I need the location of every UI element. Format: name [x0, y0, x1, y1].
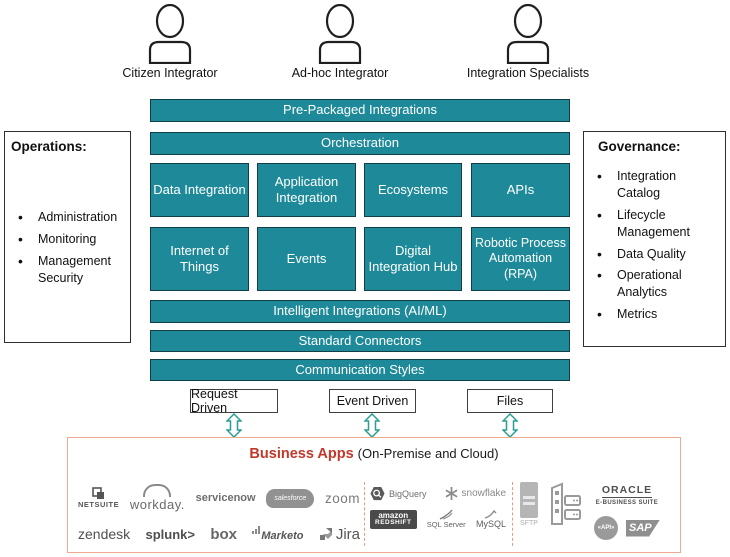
jira-logo: Jira — [319, 526, 360, 543]
persona-citizen-integrator: Citizen Integrator — [110, 4, 230, 80]
sftp-logo: SFTP — [520, 482, 538, 527]
person-icon — [318, 4, 362, 64]
servicenow-logo: servicenow — [195, 492, 256, 504]
redshift-label-redshift: REDSHIFT — [375, 519, 412, 527]
layer-intelligent-integrations: Intelligent Integrations (AI/ML) — [150, 300, 570, 323]
netsuite-logo: NETSUITE — [78, 487, 119, 509]
snowflake-icon — [445, 487, 458, 500]
person-icon — [506, 4, 550, 64]
marketo-bars-icon — [252, 526, 261, 534]
oracle-logo: ORACLE E-BUSINESS SUITE — [596, 484, 658, 506]
operations-item: Administration — [11, 208, 124, 227]
layer-orchestration: Orchestration — [150, 132, 570, 155]
workday-label: workday. — [129, 497, 185, 512]
capability-digital-integration-hub: Digital Integration Hub — [364, 227, 462, 291]
governance-item: Integration Catalog — [590, 167, 719, 202]
operations-panel: Operations: Administration Monitoring Ma… — [4, 131, 131, 343]
person-icon — [148, 4, 192, 64]
bigquery-icon — [370, 486, 385, 501]
snowflake-label: snowflake — [461, 488, 506, 499]
splunk-logo: splunk> — [145, 526, 195, 542]
marketo-label: Marketo — [261, 530, 304, 542]
channel-event-driven: Event Driven — [329, 389, 416, 413]
business-apps-subtitle: (On-Premise and Cloud) — [357, 446, 499, 461]
governance-list: Integration Catalog Lifecycle Management… — [590, 167, 719, 324]
capability-apis: APIs — [471, 163, 570, 217]
governance-item: Data Quality — [590, 245, 719, 264]
saas-logos-group: NETSUITE workday. servicenow salesforce … — [78, 478, 360, 550]
data-logos-group: BigQuery snowflake amazon R — [370, 486, 506, 529]
netsuite-icon — [92, 487, 105, 499]
double-arrow-icon — [364, 413, 380, 438]
business-apps-box: Business Apps (On-Premise and Cloud) NET… — [67, 437, 681, 553]
workday-logo: workday. — [130, 484, 185, 512]
zendesk-logo: zendesk — [78, 526, 131, 542]
sftp-server-icon — [520, 482, 538, 518]
operations-item: Monitoring — [11, 230, 124, 249]
saas-logos-row-1: NETSUITE workday. servicenow salesforce … — [78, 478, 360, 518]
sqlserver-label: SQL Server — [426, 520, 466, 529]
layer-standard-connectors: Standard Connectors — [150, 330, 570, 352]
workday-arc-icon — [143, 484, 172, 497]
bigquery-logo: BigQuery — [370, 486, 427, 501]
data-logos-row-1: BigQuery snowflake — [370, 486, 506, 501]
governance-panel: Governance: Integration Catalog Lifecycl… — [583, 131, 726, 347]
redshift-label-amazon: amazon — [378, 510, 409, 520]
sftp-label: SFTP — [520, 520, 538, 527]
capability-data-integration: Data Integration — [150, 163, 249, 217]
dashed-divider — [364, 482, 365, 546]
zoom-logo: zoom — [324, 490, 360, 506]
api-sap-row: «API» SAP — [594, 516, 660, 540]
layer-pre-packaged-integrations: Pre-Packaged Integrations — [150, 99, 570, 122]
double-arrow-icon — [226, 413, 242, 438]
operations-list: Administration Monitoring Management Sec… — [11, 208, 124, 287]
sap-logo: SAP — [626, 519, 660, 537]
data-center-icon — [551, 482, 581, 525]
box-logo: box — [210, 525, 237, 543]
persona-integration-specialists: Integration Specialists — [453, 4, 603, 80]
enterprise-logos-group: SFTP ORACLE E-BUSINESS SUITE «API» — [520, 482, 676, 540]
operations-title: Operations: — [11, 139, 87, 154]
business-apps-title-text: Business Apps — [249, 446, 354, 462]
oracle-ebs-label: E-BUSINESS SUITE — [595, 500, 659, 506]
data-logos-row-2: amazon REDSHIFT SQL Server MySQL — [370, 509, 506, 529]
operations-item: Management Security — [11, 252, 124, 287]
sqlserver-logo: SQL Server — [427, 509, 466, 529]
bigquery-label: BigQuery — [389, 488, 427, 499]
persona-adhoc-integrator: Ad-hoc Integrator — [280, 4, 400, 80]
redshift-logo: amazon REDSHIFT — [370, 509, 417, 529]
sqlserver-icon — [439, 509, 453, 520]
dashed-divider — [512, 482, 513, 546]
capability-ecosystems: Ecosystems — [364, 163, 462, 217]
salesforce-logo: salesforce — [266, 488, 315, 508]
mysql-label: MySQL — [475, 519, 506, 529]
oracle-sap-api-column: ORACLE E-BUSINESS SUITE «API» SAP — [594, 482, 660, 540]
capability-internet-of-things: Internet of Things — [150, 227, 249, 291]
governance-item: Metrics — [590, 305, 719, 324]
persona-label: Integration Specialists — [466, 66, 590, 80]
saas-logos-row-2: zendesk splunk> box Marketo Jira — [78, 518, 360, 550]
persona-label: Ad-hoc Integrator — [291, 66, 389, 80]
channel-request-driven: Request Driven — [190, 387, 278, 415]
jira-label: Jira — [335, 525, 360, 543]
persona-label: Citizen Integrator — [122, 66, 218, 80]
oracle-label: ORACLE — [601, 484, 653, 498]
capability-events: Events — [257, 227, 356, 291]
mysql-logo: MySQL — [476, 510, 506, 529]
governance-item: Operational Analytics — [590, 266, 719, 301]
capability-application-integration: Application Integration — [257, 163, 356, 217]
governance-item: Lifecycle Management — [590, 206, 719, 241]
jira-icon — [319, 528, 332, 540]
api-icon: «API» — [594, 516, 618, 540]
netsuite-label: NETSUITE — [78, 500, 120, 509]
governance-title: Governance: — [598, 139, 681, 154]
channel-files: Files — [467, 389, 553, 413]
marketo-logo: Marketo — [252, 526, 304, 542]
mysql-icon — [484, 510, 497, 519]
snowflake-logo: snowflake — [445, 487, 506, 500]
business-apps-title: Business Apps (On-Premise and Cloud) — [68, 446, 680, 462]
double-arrow-icon — [502, 413, 518, 438]
capability-rpa: Robotic Process Automation (RPA) — [471, 227, 570, 291]
layer-communication-styles: Communication Styles — [150, 359, 570, 381]
